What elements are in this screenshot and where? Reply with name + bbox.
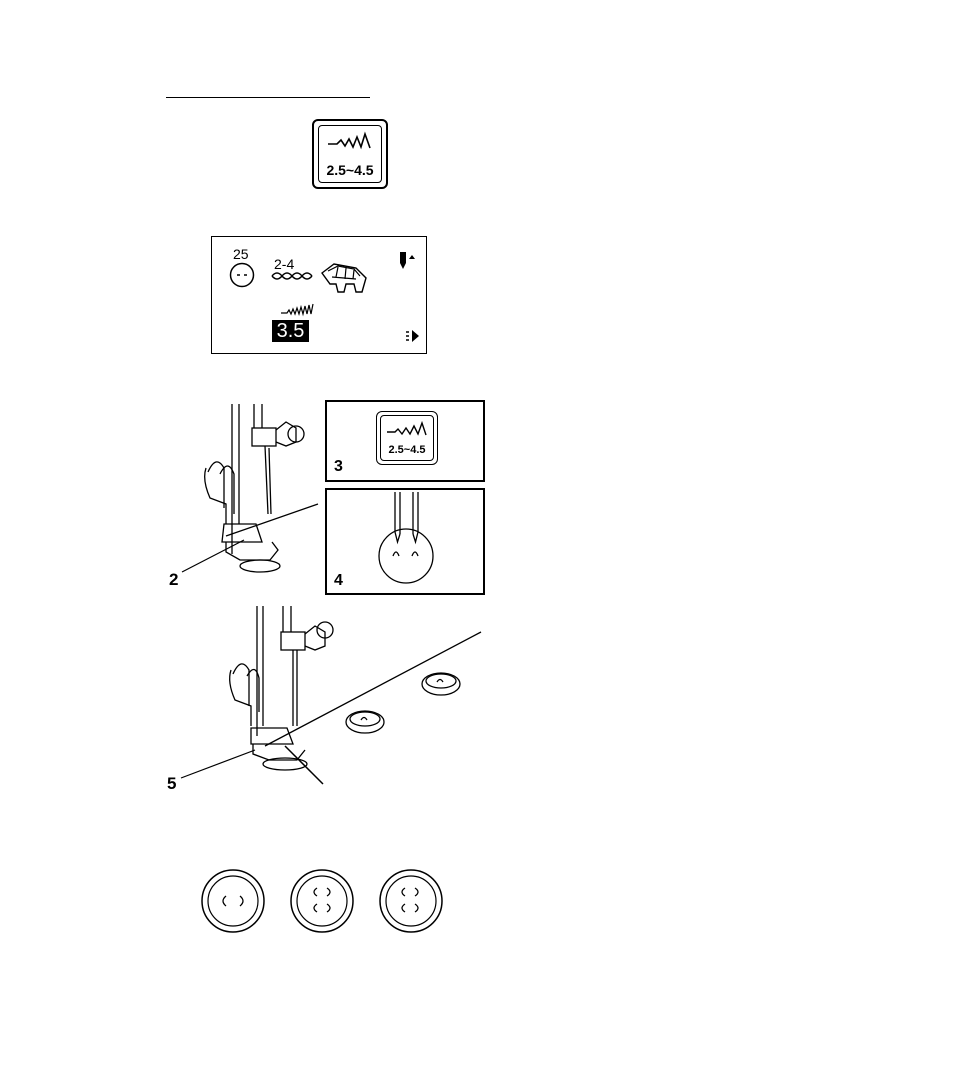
lcd-screen: 25 2-4 3.5 [211,236,427,354]
four-hole-button-icon [289,868,355,934]
panel-needle: 4 [325,488,485,595]
key-range-label: 2.5~4.5 [314,162,386,178]
zigzag-stitch-icon [386,421,428,439]
two-hole-button-icon [200,868,266,934]
panel-key-button: 2.5~4.5 [376,411,438,465]
tension-chain-icon [270,269,314,283]
presser-foot-icon [318,259,370,299]
step-label-key: 3 [334,458,343,476]
needle-position-icon [399,251,417,271]
panel-key-range-label: 2.5~4.5 [377,444,437,456]
needle-over-button-illustration [327,490,487,597]
panel-key: 2.5~4.5 3 [325,400,485,482]
presser-foot-lever-illustration [168,404,323,584]
stitch-width-value: 3.5 [272,320,309,342]
width-stitch-icon [280,303,314,317]
step-label-lever: 2 [169,570,178,590]
section-underline [166,97,370,98]
button-icon [229,262,255,288]
stitch-width-key[interactable]: 2.5~4.5 [312,119,388,189]
sewing-buttons-illustration [165,606,485,796]
feed-arrow-icon [405,329,421,343]
step-label-needle: 4 [334,572,343,590]
zigzag-stitch-icon [327,131,373,153]
pattern-number: 25 [233,246,249,262]
four-hole-button-icon [378,868,444,934]
step-label-thread: 5 [167,774,176,794]
